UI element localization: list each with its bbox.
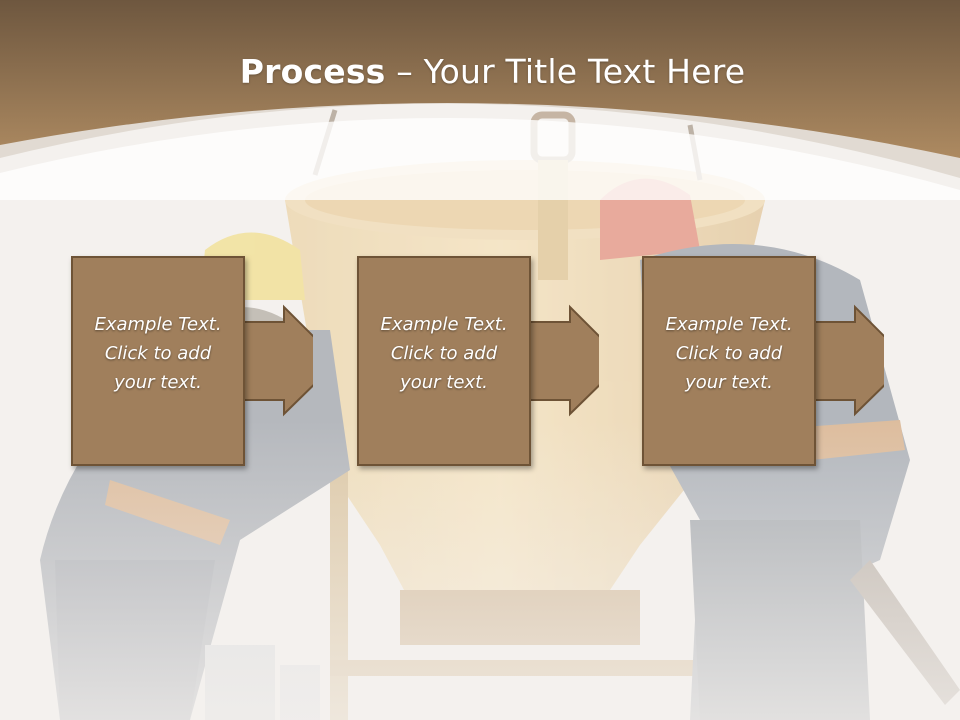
process-step-3[interactable]: Example Text. Click to add your text. [642,256,884,466]
arrow-right-icon [810,304,884,417]
arrow-right-icon [525,304,599,417]
step-box [71,256,245,466]
step-text[interactable]: Example Text. Click to add your text. [665,314,793,393]
process-step-1[interactable]: Example Text. Click to add your text. [71,256,313,466]
step-text[interactable]: Example Text. Click to add your text. [94,314,222,393]
slide-title[interactable]: Process – Your Title Text Here [0,52,960,91]
title-bold: Process [239,52,386,91]
step-text[interactable]: Example Text. Click to add your text. [380,314,508,393]
process-step-2[interactable]: Example Text. Click to add your text. [357,256,599,466]
arrow-right-icon [239,304,313,417]
title-rest: – Your Title Text Here [385,52,746,91]
step-box [642,256,816,466]
step-box [357,256,531,466]
header-band [0,0,960,200]
